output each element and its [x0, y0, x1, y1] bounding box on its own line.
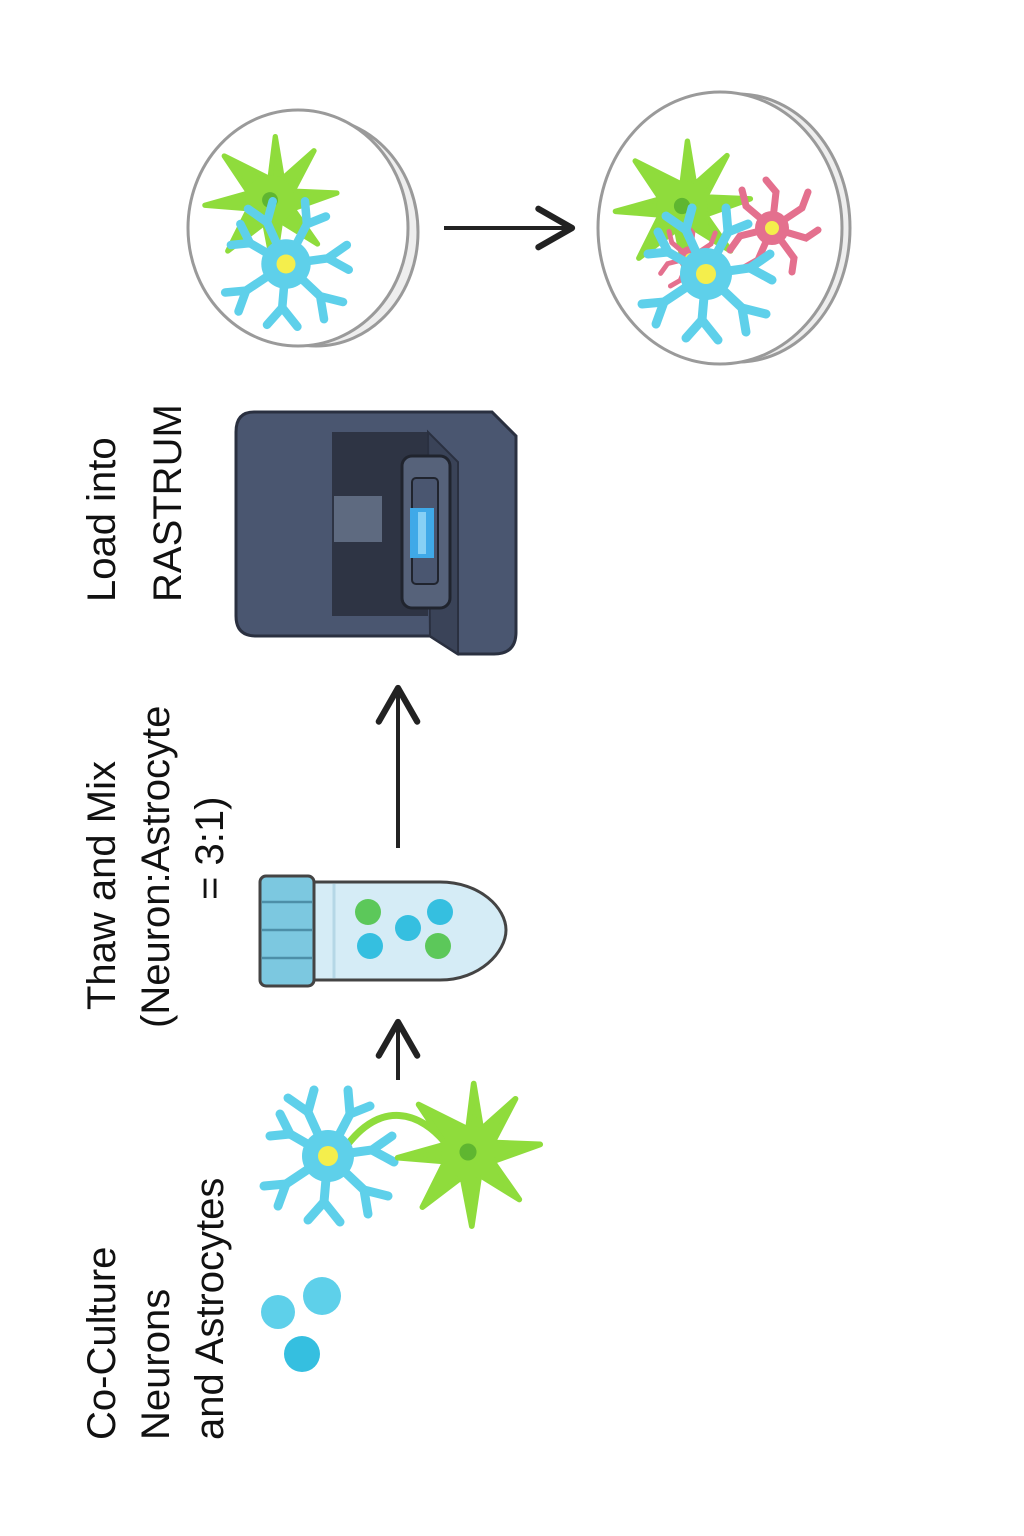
step2-line1: Thaw and Mix: [80, 761, 124, 1010]
step3-line2: RASTRUM: [146, 404, 190, 602]
dissociated-cells-icon: [261, 1277, 341, 1372]
step-label-load-rastrum: Load into RASTRUM: [80, 404, 190, 602]
step-label-co-culture: Co-Culture Neurons and Astrocytes: [80, 1178, 232, 1440]
step3-line1: Load into: [80, 437, 124, 602]
rastrum-device-icon: [236, 412, 516, 654]
step1-line1: Co-Culture: [80, 1247, 124, 1440]
step1-line2: Neurons: [134, 1289, 178, 1440]
cryovial-tube-icon: [260, 876, 506, 986]
culture-dish-after: [598, 92, 850, 364]
culture-dish-before: [188, 110, 418, 346]
step1-line3: and Astrocytes: [188, 1178, 232, 1440]
neuron-astrocyte-pair-icon: [264, 1084, 540, 1227]
step2-line2: (Neuron:Astrocyte: [134, 706, 178, 1028]
step-label-thaw-mix: Thaw and Mix (Neuron:Astrocyte = 3:1): [80, 706, 232, 1028]
step2-line3: = 3:1): [188, 797, 232, 900]
